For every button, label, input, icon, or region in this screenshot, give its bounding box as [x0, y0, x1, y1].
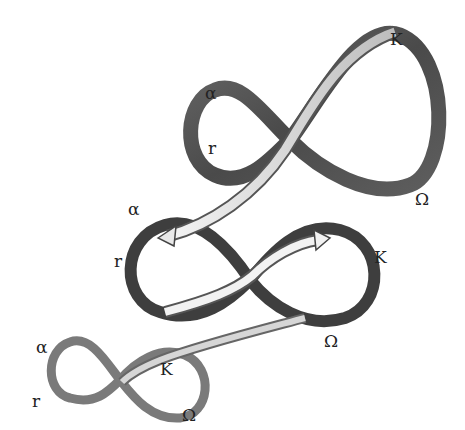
part-label: α [34, 338, 49, 357]
part-label: Ω [322, 332, 340, 351]
part-label: Ω [180, 406, 198, 425]
part-label: α [203, 84, 218, 103]
part-label: r [112, 252, 124, 271]
part-label: K [372, 248, 389, 267]
part-label: r [30, 392, 42, 411]
part-label: Ω [413, 190, 431, 209]
part-label: r [206, 139, 218, 158]
part-label: α [126, 200, 141, 219]
part-label: K [158, 360, 175, 379]
part-label: K [388, 30, 405, 49]
